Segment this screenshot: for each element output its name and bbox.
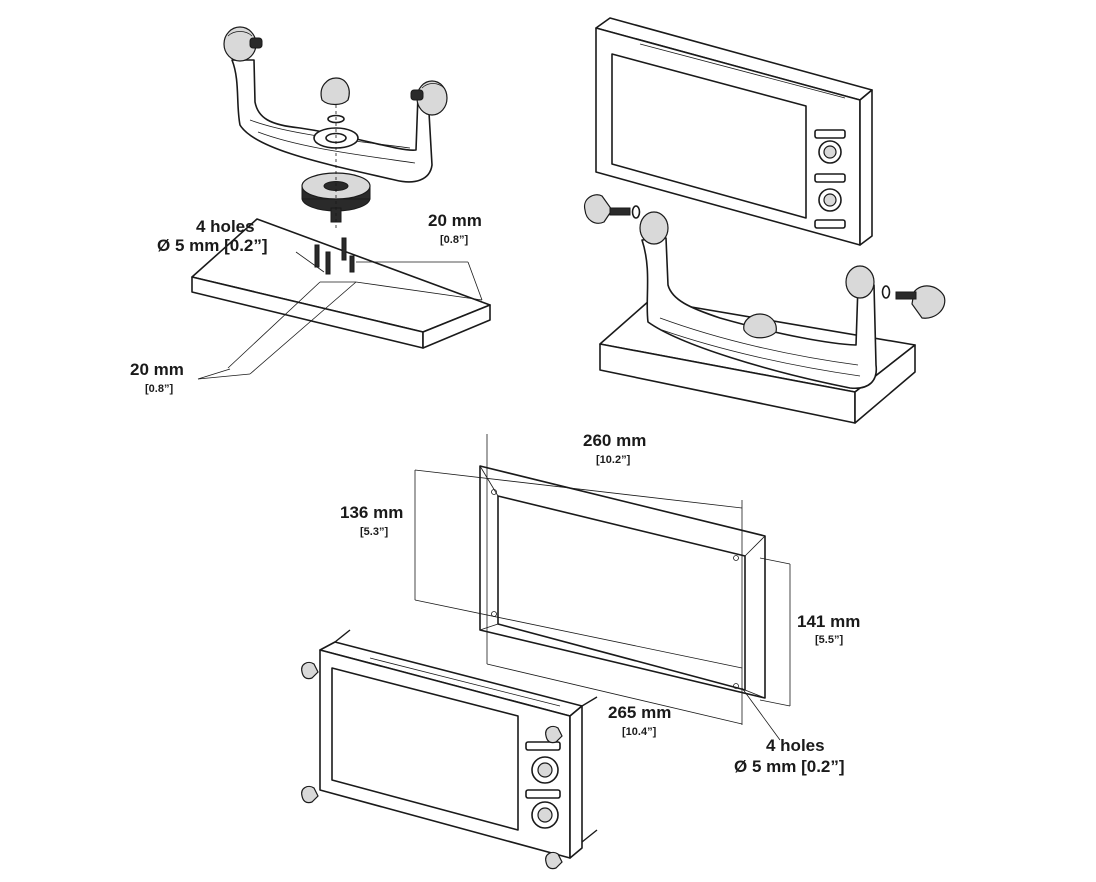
surface-dim-left-mm: 20 mm <box>130 360 184 379</box>
flush-width-bottom-mm: 265 mm <box>608 703 671 722</box>
flush-width-outer-in: [10.2”] <box>596 454 631 466</box>
display-unit-flush <box>301 629 598 870</box>
flush-height-right-mm: 141 mm <box>797 612 860 631</box>
surface-dim-right-mm: 20 mm <box>428 211 482 230</box>
flush-width-outer-mm: 260 mm <box>583 431 646 450</box>
flush-dimension-lines <box>414 434 791 741</box>
flush-holes-label: 4 holes <box>766 736 825 755</box>
bracket-stand <box>639 211 878 390</box>
center-knob <box>320 77 350 124</box>
flush-holes-size: Ø 5 mm [0.2”] <box>734 757 845 776</box>
surface-holes-size: Ø 5 mm [0.2”] <box>157 236 268 255</box>
display-on-bracket-illustration <box>583 17 946 424</box>
flush-height-right-in: [5.5”] <box>815 634 843 646</box>
mounting-surface <box>191 218 491 349</box>
surface-holes-label: 4 holes <box>196 217 255 236</box>
surface-dim-left-in: [0.8”] <box>145 383 173 395</box>
surface-dim-right-in: [0.8”] <box>440 234 468 246</box>
surface-mount-illustration <box>191 26 491 380</box>
flush-height-left-in: [5.3”] <box>360 526 388 538</box>
display-unit-top <box>595 17 873 246</box>
side-knobs <box>583 194 946 319</box>
flush-mount-cutout <box>479 465 766 699</box>
surface-dimension-lines <box>197 251 483 380</box>
flush-width-bottom-in: [10.4”] <box>622 726 657 738</box>
flush-height-left-mm: 136 mm <box>340 503 403 522</box>
